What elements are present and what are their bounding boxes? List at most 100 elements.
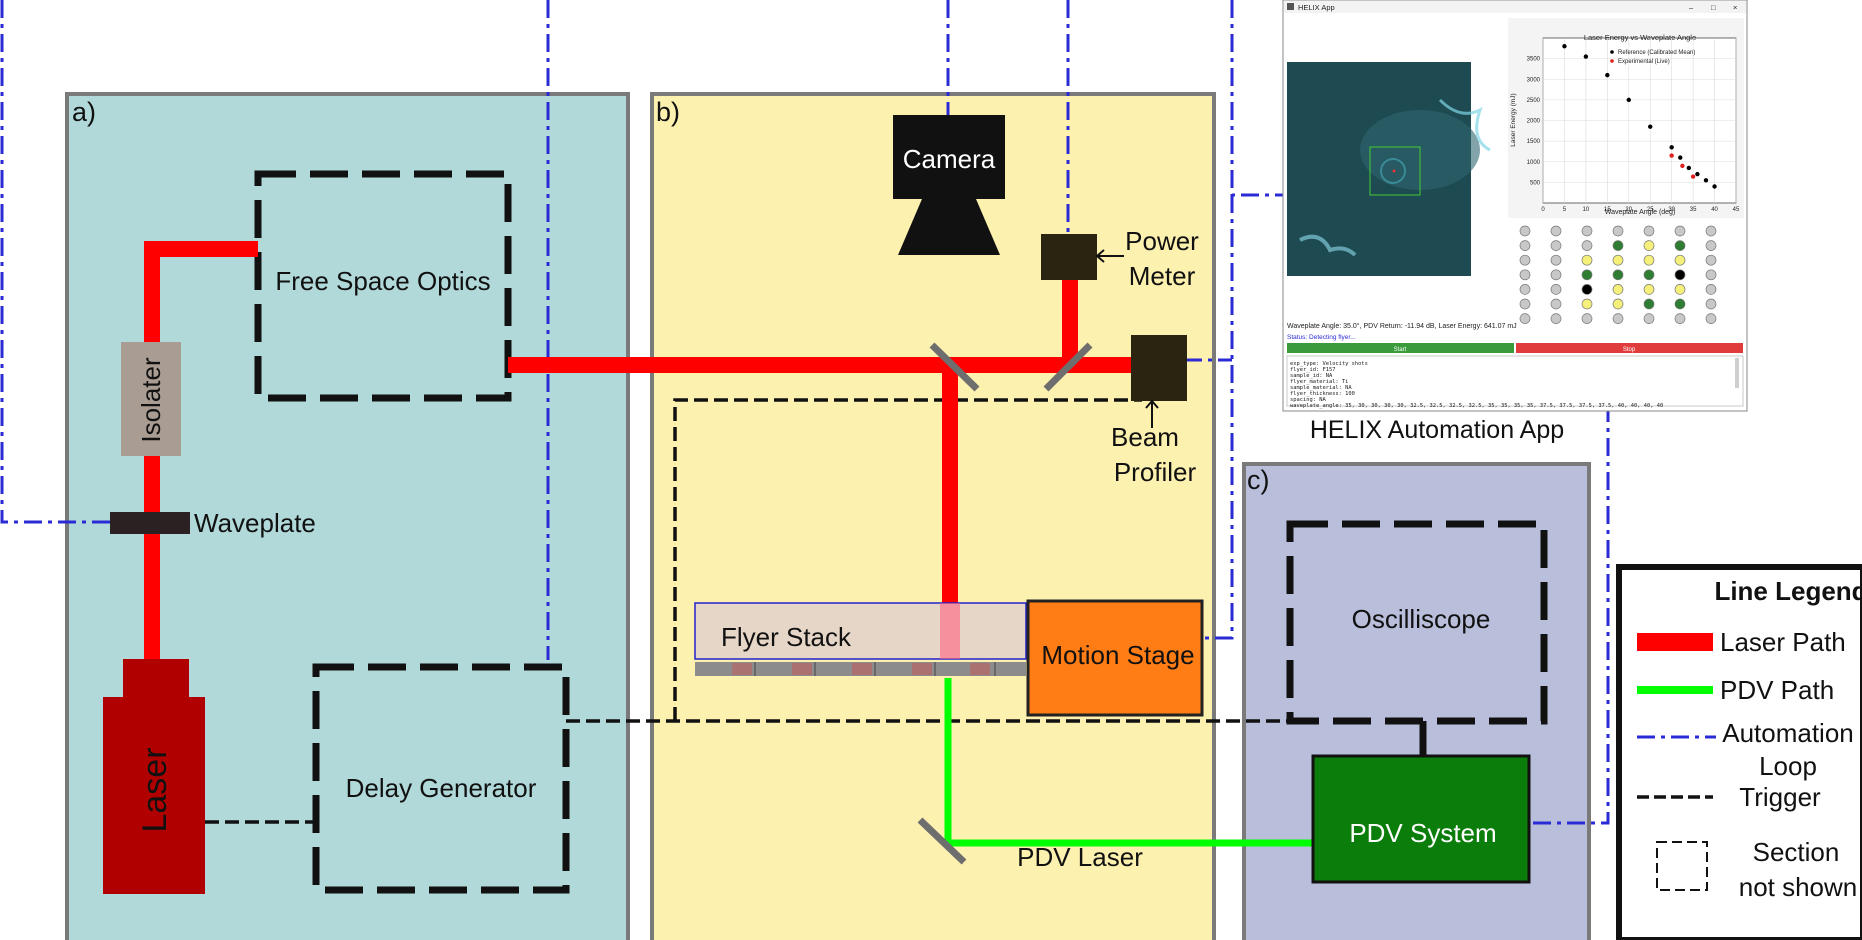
- legend-exp-marker: [1610, 59, 1614, 63]
- log-line: spacing: NA: [1290, 397, 1326, 403]
- app-log-area[interactable]: [1286, 355, 1744, 407]
- grid-cell: [1705, 254, 1717, 266]
- isolater-label: Isolater: [136, 357, 166, 443]
- legend-trigger-label: Trigger: [1739, 782, 1821, 812]
- chart-point-reference: [1583, 54, 1589, 59]
- app-icon: [1287, 3, 1294, 10]
- section-boxes: [254, 170, 1548, 894]
- laser: Laser: [103, 659, 205, 894]
- log-line: flyer_material: Ti: [1290, 379, 1348, 385]
- grid-cell: [1643, 240, 1655, 251]
- grid-cell: [1581, 225, 1593, 237]
- beam-profiler-label-2: Profiler: [1114, 457, 1197, 487]
- grid-cell: [1674, 298, 1686, 310]
- start-button[interactable]: Start: [1287, 343, 1514, 353]
- chart-xtick-label: 25: [1647, 207, 1654, 213]
- grid-cell: [1550, 269, 1562, 281]
- app-status-line: Waveplate Angle: 35.0°, PDV Return: -11.…: [1287, 322, 1517, 330]
- power-meter-label-2: Meter: [1129, 261, 1196, 291]
- grid-cell: [1550, 240, 1562, 251]
- grid-cell: [1550, 284, 1562, 295]
- oscilliscope: Oscilliscope: [1352, 604, 1491, 634]
- maximize-icon[interactable]: □: [1711, 3, 1716, 12]
- app-title-bar: [1284, 1, 1746, 13]
- grid-cell: [1705, 240, 1717, 251]
- line-legend: Line Legend Laser Path PDV Path Automati…: [1616, 564, 1862, 940]
- close-icon[interactable]: ×: [1733, 3, 1737, 12]
- chart-point-reference: [1562, 44, 1567, 49]
- grid-cell: [1705, 225, 1717, 237]
- chart-xtick-label: 40: [1711, 207, 1718, 213]
- log-line: flyer_id: F157: [1290, 367, 1335, 373]
- grid-cell: [1643, 298, 1655, 310]
- flyer-stack: Flyer Stack: [694, 602, 1027, 676]
- legend-automation-label-2: Loop: [1759, 751, 1817, 781]
- chart-point-reference: [1626, 97, 1631, 103]
- chart-point-reference: [1695, 171, 1700, 177]
- trigger-lines: [205, 398, 1290, 824]
- grid-cell: [1612, 240, 1624, 251]
- chart-xtick-label: 35: [1690, 207, 1697, 213]
- energy-chart: Laser Energy vs Waveplate Angle Waveplat…: [1508, 18, 1744, 218]
- power-meter-label-1: Power: [1125, 226, 1199, 256]
- free-space-optics: Free Space Optics: [275, 266, 490, 296]
- grid-cell: [1519, 269, 1531, 281]
- log-scrollbar[interactable]: [1735, 358, 1739, 388]
- panel-a-label: a): [72, 97, 96, 127]
- grid-cell: [1612, 269, 1624, 281]
- chart-xtick-label: 20: [1625, 207, 1632, 213]
- free-space-optics-label: Free Space Optics: [275, 266, 490, 296]
- grid-cell: [1550, 225, 1562, 237]
- grid-cell: [1581, 313, 1593, 324]
- grid-cell: [1519, 284, 1531, 295]
- log-line: flyer_thickness: 100: [1290, 391, 1355, 397]
- helix-app-window: HELIX App – □ × Laser Energy vs Waveplat…: [1282, 0, 1748, 412]
- motion-stage-label: Motion Stage: [1041, 640, 1194, 670]
- chart-xtick-label: 5: [1563, 207, 1567, 213]
- grid-cell: [1674, 269, 1686, 281]
- grid-cell: [1674, 225, 1686, 237]
- chart-xtick-label: 30: [1668, 207, 1675, 213]
- log-line: exp_type: Velocity shots: [1290, 361, 1368, 367]
- grid-cell: [1612, 254, 1624, 266]
- grid-cell: [1674, 313, 1686, 324]
- grid-cell: [1643, 269, 1655, 281]
- minimize-icon[interactable]: –: [1689, 3, 1694, 12]
- chart-ytick-label: 3000: [1527, 77, 1541, 83]
- chart-xtick-label: 45: [1733, 207, 1740, 213]
- chart-ytick-label: 1500: [1527, 139, 1541, 145]
- beam-profiler-label-1: Beam: [1111, 422, 1179, 452]
- legend-section-swatch: [1656, 841, 1708, 891]
- chart-point-reference: [1712, 184, 1717, 189]
- chart-xlabel: Waveplate Angle (deg): [1605, 209, 1676, 216]
- grid-cell: [1519, 313, 1531, 324]
- grid-cell: [1674, 284, 1686, 295]
- chart-ytick-label: 1000: [1527, 160, 1541, 166]
- app-status: Status: Detecting flyer...: [1287, 334, 1356, 341]
- legend-ref-marker: [1610, 50, 1614, 54]
- camera: Camera: [893, 115, 1005, 255]
- grid-cell: [1612, 313, 1624, 324]
- chart-ylabel: Laser Energy (mJ): [1510, 93, 1517, 146]
- legend-section-label-1: Section: [1753, 837, 1840, 867]
- grid-cell: [1581, 284, 1593, 295]
- oscilliscope-label: Oscilliscope: [1352, 604, 1491, 634]
- chart-xtick-label: 10: [1583, 207, 1590, 213]
- chart-point-reference: [1648, 124, 1653, 129]
- chart-xtick-label: 0: [1541, 207, 1545, 213]
- chart-point-reference: [1678, 155, 1683, 160]
- grid-cell: [1705, 298, 1717, 310]
- grid-cell: [1674, 240, 1686, 251]
- chart-point-experimental: [1669, 153, 1674, 158]
- laser-label: Laser: [136, 747, 174, 832]
- power-meter: Power Meter: [1041, 226, 1199, 291]
- panel-b-label: b): [656, 97, 680, 127]
- camera-feed: [1287, 62, 1491, 276]
- chart-title: Laser Energy vs Waveplate Angle: [1584, 33, 1696, 42]
- chart-point-reference: [1669, 145, 1674, 150]
- start-button-label: Start: [1394, 347, 1407, 353]
- legend-pdv-label: PDV Path: [1720, 675, 1834, 705]
- chart-legend: Reference (Calibrated Mean) Experimental…: [1610, 50, 1695, 65]
- legend-title: Line Legend: [1714, 576, 1862, 606]
- stop-button[interactable]: Stop: [1516, 343, 1743, 353]
